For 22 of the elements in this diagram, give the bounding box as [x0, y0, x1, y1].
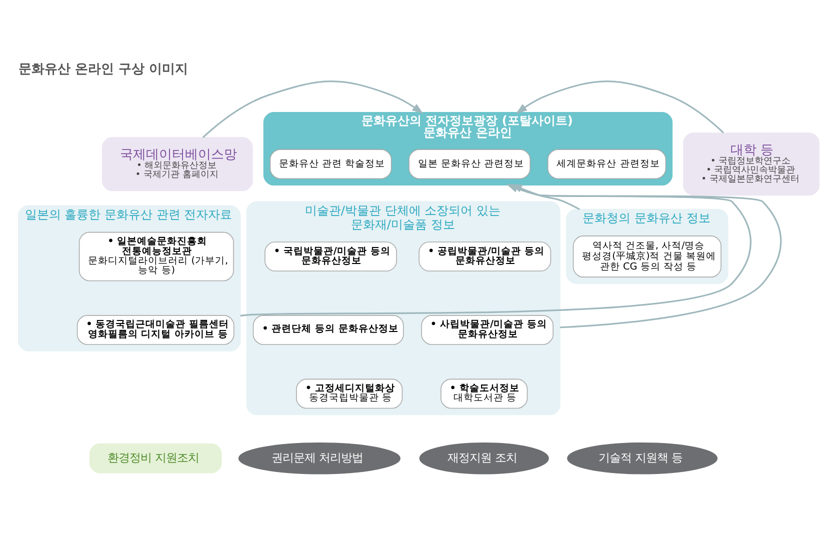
- node-box: • 고정세디지털화상 동경국립박물관 등: [296, 378, 403, 409]
- node-ellipse: 재정지원 조치: [419, 442, 549, 474]
- node-box: 국제데이터베이스망 • 해외문화유산정보 • 국제기관 홈페이지: [102, 137, 253, 192]
- node-ellipse: 기술적 지원책 등: [567, 442, 718, 474]
- node-box: 역사적 건조물, 사적/명승 평성경(平城京)적 건물 복원에 관한 CG 등의 작성 등: [572, 236, 722, 278]
- node-box: • 국립박물관/미술관 등의 문화유산정보: [264, 242, 397, 272]
- node-box: 세계문화유산 관련정보: [547, 149, 666, 180]
- node-box: 대학 등 • 국립정보학연구소 • 국립역사민속박물관 • 국제일본문화연구센터: [683, 132, 820, 196]
- node-box: • 학술도서정보 대학도서관 등: [440, 378, 528, 409]
- node-ellipse: 권리문제 처리방법: [238, 442, 400, 474]
- arrow: [202, 80, 424, 138]
- node-box: • 사립박물관/미술관 등의 문화유산정보: [421, 315, 554, 345]
- diagram-title: 문화유산 온라인 구상 이미지: [18, 62, 188, 77]
- node-box: 문화유산 관련 학술정보: [270, 149, 392, 180]
- node-box: • 관련단체 등의 문화유산정보: [252, 315, 404, 345]
- node-box: • 공립박물관/미술관 등의 문화유산정보: [418, 242, 552, 272]
- node-box: • 일본예술문화진흥회 전통예능정보관 문화디지털라이브러리 (가부기, 능악 등): [78, 232, 234, 282]
- node-box: • 동경국립근대미술관 필름센터 영화필름의 디지털 아카이브 등: [76, 315, 234, 345]
- arrow: [510, 184, 580, 210]
- arrow: [516, 80, 724, 134]
- node-box: 환경정비 지원조치: [89, 443, 222, 474]
- node-box: 일본 문화유산 관련정보: [408, 149, 531, 180]
